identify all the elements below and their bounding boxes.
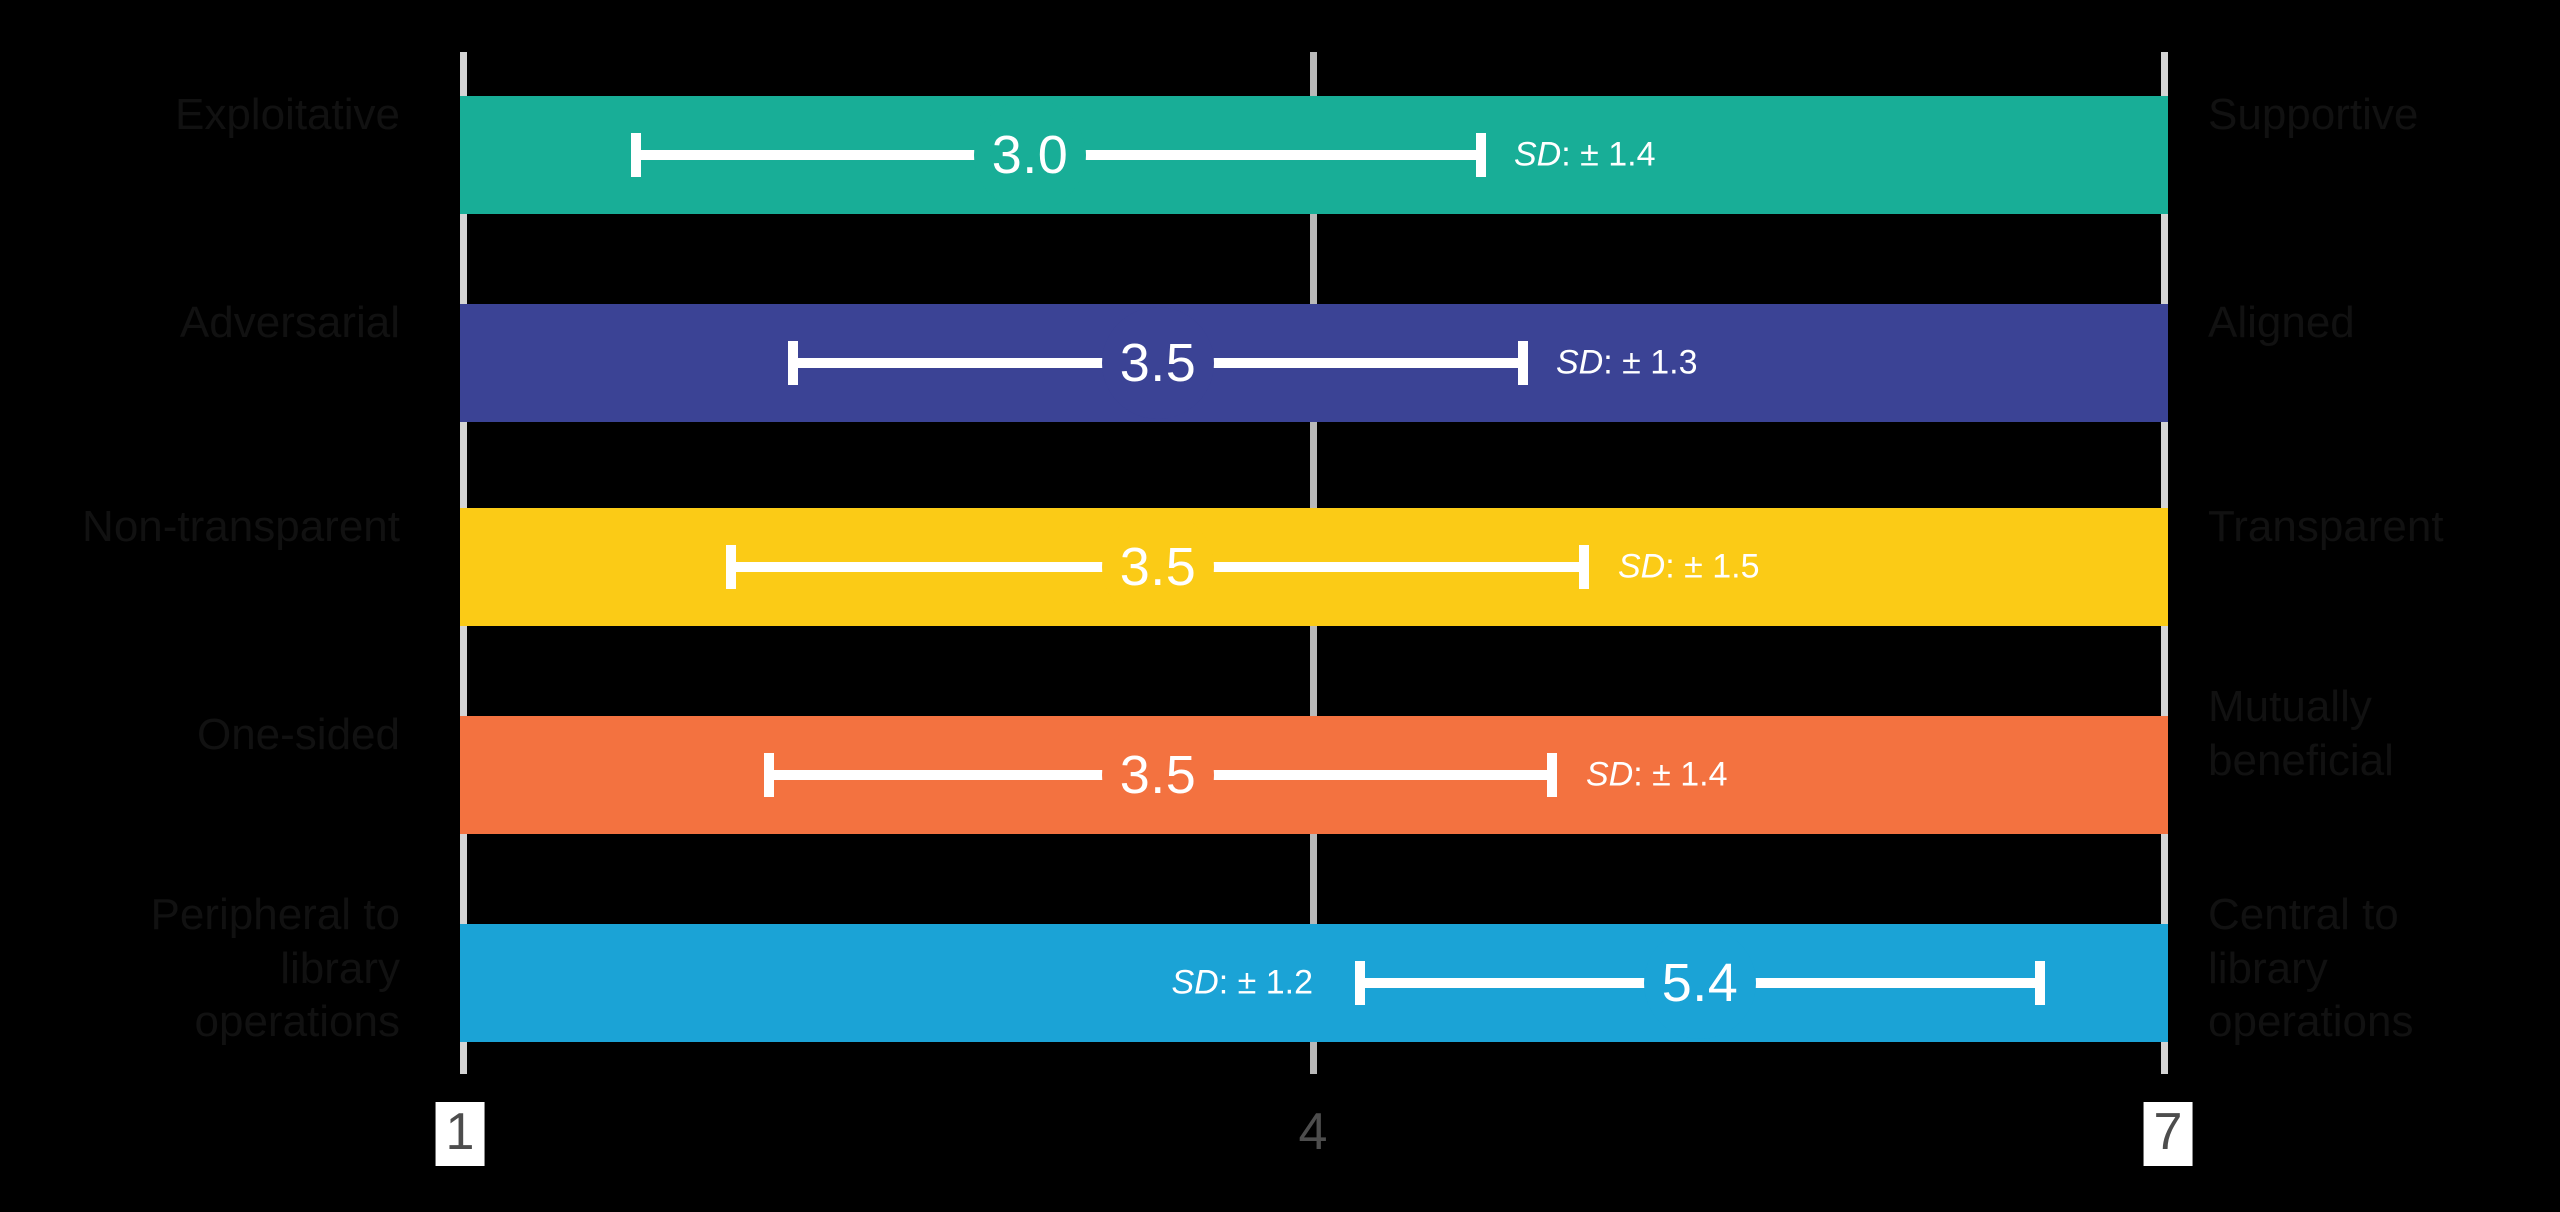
sd-value-3: 1.4 [1680, 755, 1728, 794]
sd-tag-0: SD [1514, 135, 1562, 174]
sd-tag-2: SD [1618, 547, 1666, 586]
sd-label-2: SD: ± 1.5 [1618, 548, 1760, 587]
sd-sep-3: : ± [1633, 755, 1681, 794]
row-label-left-2: Non-transparent [82, 502, 400, 551]
axis-tick-7: 7 [2143, 1102, 2193, 1166]
mean-bubble-4: 5.4 [1644, 927, 1756, 1039]
sd-tag-1: SD [1556, 343, 1604, 382]
mean-bubble-3: 3.5 [1102, 719, 1214, 831]
sd-sep-2: : ± [1665, 547, 1713, 586]
mean-bubble-1: 3.5 [1102, 307, 1214, 419]
axis-tick-1: 1 [435, 1102, 485, 1166]
sd-value-0: 1.4 [1608, 135, 1656, 174]
sd-value-4: 1.2 [1265, 963, 1313, 1002]
sd-value-1: 1.3 [1650, 343, 1698, 382]
row-label-left-3: One-sided [196, 710, 400, 759]
sd-sep-4: : ± [1218, 963, 1266, 1002]
row-label-left-4: Peripheral to library operations [150, 890, 400, 1047]
axis-tick-4: 4 [1298, 1103, 1328, 1161]
sd-label-4: SD: ± 1.2 [1172, 964, 1314, 1003]
sd-tag-4: SD [1171, 963, 1219, 1002]
row-label-left-1: Adversarial [179, 298, 400, 347]
sd-sep-1: : ± [1603, 343, 1651, 382]
chart-row-3: 3.5 SD: ± 1.4 [460, 716, 2168, 834]
row-label-left-0: Exploitative [174, 90, 400, 139]
sd-label-1: SD: ± 1.3 [1556, 344, 1698, 383]
chart-row-2: 3.5 SD: ± 1.5 [460, 508, 2168, 626]
sd-tag-3: SD [1586, 755, 1634, 794]
chart-row-4: 5.4 SD: ± 1.2 [460, 924, 2168, 1042]
sd-label-3: SD: ± 1.4 [1586, 756, 1728, 795]
row-label-right-2: Transparent [2208, 502, 2444, 551]
row-label-right-4: Central to library operations [2208, 890, 2414, 1047]
mean-bubble-0: 3.0 [974, 99, 1086, 211]
mean-bubble-2: 3.5 [1102, 511, 1214, 623]
row-label-right-0: Supportive [2208, 90, 2419, 139]
chart-row-1: 3.5 SD: ± 1.3 [460, 304, 2168, 422]
sd-label-0: SD: ± 1.4 [1514, 136, 1656, 175]
chart-row-0: 3.0 SD: ± 1.4 [460, 96, 2168, 214]
sd-value-2: 1.5 [1712, 547, 1760, 586]
sd-sep-0: : ± [1561, 135, 1609, 174]
row-label-right-3: Mutually beneficial [2208, 682, 2394, 785]
row-label-right-1: Aligned [2208, 298, 2355, 347]
